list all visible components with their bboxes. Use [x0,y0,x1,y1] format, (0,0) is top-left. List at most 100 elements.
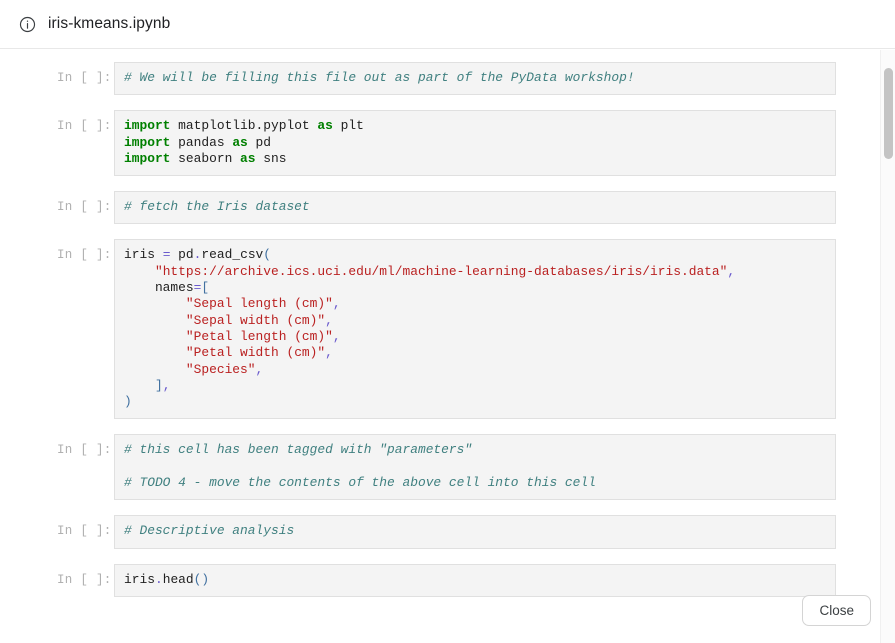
code-line: # Descriptive analysis [124,523,826,539]
code-line: "https://archive.ics.uci.edu/ml/machine-… [124,264,826,280]
vertical-scrollbar-thumb[interactable] [884,68,893,159]
code-token: seaborn [170,150,241,166]
code-token [124,378,155,393]
code-token: "https://archive.ics.uci.edu/ml/machine-… [154,263,728,279]
close-button[interactable]: Close [802,595,871,626]
code-token: , [162,377,171,393]
code-token: pandas [170,134,233,150]
code-token: # this cell has been tagged with "parame… [124,442,473,458]
code-token: ) [124,394,132,410]
code-line: import pandas as pd [124,135,826,151]
code-line: "Species", [124,362,826,378]
cell-read-csv[interactable]: iris = pd.read_csv( "https://archive.ics… [114,239,836,420]
cell-prompt: In [ ]: [57,71,112,85]
code-token [124,345,186,360]
code-line: ], [124,378,826,394]
code-line: "Petal length (cm)", [124,329,826,345]
code-token: = [162,247,171,263]
cell-descriptive-comment[interactable]: # Descriptive analysis [114,515,836,549]
code-token: . [193,247,202,263]
code-token [124,329,186,344]
code-token [124,264,155,279]
vertical-scrollbar-track[interactable] [880,50,895,643]
code-line: "Sepal length (cm)", [124,296,826,312]
code-token: ] [154,377,163,393]
code-token: = [193,280,202,296]
code-token [124,313,186,328]
notebook-cell[interactable]: In [ ]:iris = pd.read_csv( "https://arch… [0,239,895,420]
code-token: [ [201,280,210,296]
code-line: # We will be filling this file out as pa… [124,70,826,86]
code-line: ) [124,394,826,410]
titlebar: iris-kmeans.ipynb [0,0,895,49]
code-token: iris [124,247,163,263]
code-token: "Petal width (cm)" [185,345,326,361]
notebook-cell[interactable]: In [ ]: # this cell has been tagged with … [0,434,895,501]
cell-parameters-tagged[interactable]: # this cell has been tagged with "parame… [114,434,836,501]
code-token: head [162,571,194,587]
code-token: "Petal length (cm)" [185,328,333,344]
code-token: # We will be filling this file out as pa… [124,70,635,85]
cell-prompt: In [ ]: [57,119,112,134]
code-line: import seaborn as sns [124,151,826,167]
code-token: read_csv [201,247,264,263]
code-line: "Sepal width (cm)", [124,313,826,329]
code-token: names [124,280,194,296]
code-blank-line [124,459,826,475]
code-token: () [193,571,210,587]
code-token: pd [170,247,194,263]
code-token: as [240,150,256,166]
code-token [124,296,186,311]
code-line: # TODO 4 - move the contents of the abov… [124,475,826,491]
notebook-scroll-area[interactable]: In [ ]: # We will be filling this file ou… [0,50,895,643]
code-token: plt [332,118,364,134]
code-token: iris [124,571,155,587]
code-token: import [124,150,171,166]
code-line: iris.head() [124,572,826,588]
cell-prompt: In [ ]: [57,200,112,215]
code-token: . [154,571,163,587]
code-token: "Sepal width (cm)" [185,312,326,328]
code-token: as [317,118,333,134]
code-token: "Sepal length (cm)" [185,296,333,312]
code-token: , [325,312,333,328]
code-token: as [232,134,248,150]
code-line: import matplotlib.pyplot as plt [124,118,826,134]
code-token: # TODO 4 - move the contents of the abov… [124,475,596,491]
code-token: , [727,263,736,279]
code-token: , [255,361,264,377]
info-circle-icon [19,16,36,33]
cell-iris-head[interactable]: iris.head() [114,563,836,597]
code-line: names=[ [124,280,826,296]
notebook-cell[interactable]: In [ ]: # We will be filling this file ou… [0,62,895,96]
code-token: # fetch the Iris dataset [124,199,310,215]
code-token: pd [247,134,272,150]
cell-prompt: In [ ]: [57,572,112,587]
code-token: # Descriptive analysis [124,523,295,539]
notebook-cell[interactable]: In [ ]: # Descriptive analysis [0,515,895,549]
cell-fetch-comment[interactable]: # fetch the Iris dataset [114,191,836,225]
cell-intro-comment[interactable]: # We will be filling this file out as pa… [114,62,836,96]
cell-prompt: In [ ]: [57,443,112,458]
code-token: sns [255,150,287,166]
notebook-cell[interactable]: In [ ]: # fetch the Iris dataset [0,191,895,225]
code-token: , [325,345,333,361]
code-line: "Petal width (cm)", [124,345,826,361]
code-token: ( [263,247,272,263]
code-line: iris = pd.read_csv( [124,247,826,263]
code-line: # fetch the Iris dataset [124,199,826,215]
page-title: iris-kmeans.ipynb [48,15,171,32]
cell-prompt: In [ ]: [57,524,112,539]
notebook-cell[interactable]: In [ ]: iris.head() [0,563,895,597]
code-token [124,362,186,377]
code-token: , [332,296,341,312]
cell-prompt: In [ ]: [57,248,112,263]
code-token: import [124,134,171,150]
code-token: import [124,118,171,134]
notebook-cell-list: In [ ]: # We will be filling this file ou… [0,50,895,612]
code-token: , [332,328,341,344]
code-token: "Species" [185,361,256,377]
code-token: matplotlib.pyplot [170,118,318,134]
